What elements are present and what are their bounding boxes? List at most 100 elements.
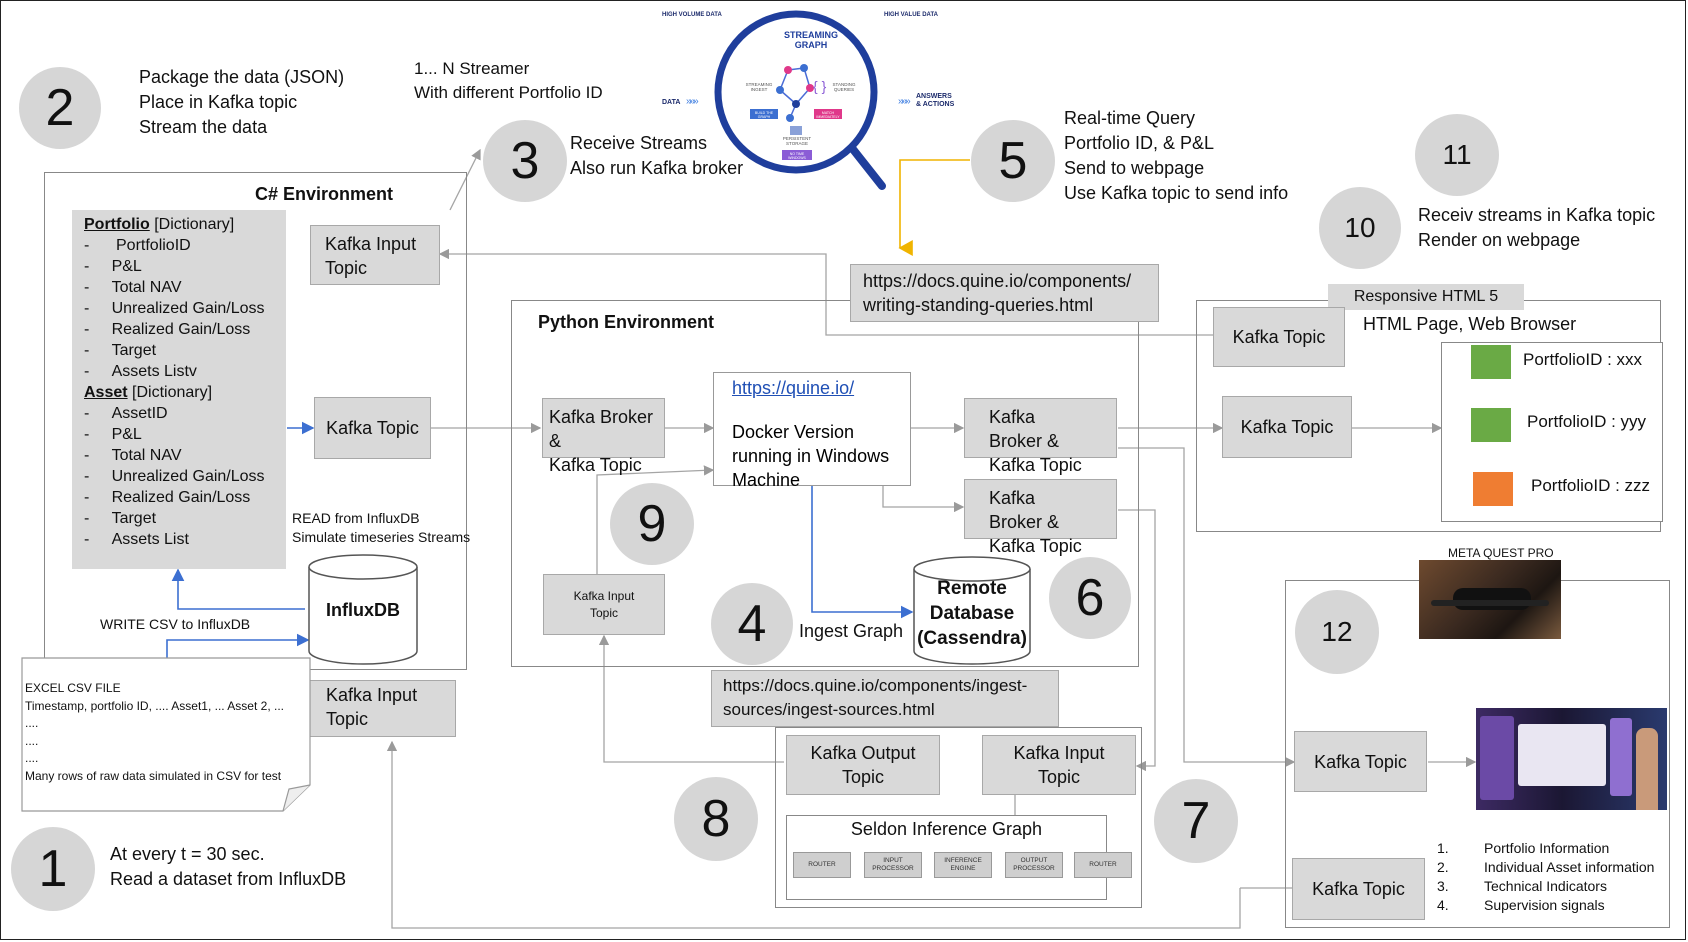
streaming-graph-illustration: HIGH VOLUME DATA HIGH VALUE DATA DATA »»… [658, 8, 956, 196]
kafka-topic-csharp-mid: Kafka Topic [314, 397, 431, 459]
vr-dashboard-image [1476, 708, 1667, 810]
portfolio-item: - Unrealized Gain/Loss [84, 300, 265, 317]
svg-text:{ }: { } [813, 78, 827, 94]
quine-link[interactable]: https://quine.io/ [732, 378, 855, 398]
remote-database-cylinder [913, 556, 1031, 665]
csharp-environment-title: C# Environment [255, 184, 394, 204]
data-in-arrows: »»» [686, 96, 699, 107]
asset-item: - Unrealized Gain/Loss [84, 468, 265, 485]
build-graph-label: BUILD THE GRAPH [754, 111, 774, 119]
step-9-circle: 9 [610, 483, 694, 565]
step-11-circle: 11 [1415, 114, 1499, 196]
meta-kafka-topic-bottom: Kafka Topic [1292, 858, 1425, 920]
portfolio-dictionary-header: Portfolio [Dictionary] [84, 216, 235, 233]
seldon-node-router-1: ROUTER [793, 852, 851, 878]
meta-quest-label: META QUEST PRO [1448, 546, 1554, 560]
step-7-circle: 7 [1154, 779, 1238, 863]
step-12-circle: 12 [1295, 590, 1379, 674]
seldon-container [775, 727, 1142, 908]
csv-file-shape [21, 657, 311, 812]
asset-item: - Total NAV [84, 447, 182, 464]
data-dictionary-panel: Portfolio [Dictionary] - PortfolioID - P… [72, 210, 286, 569]
list-item: 3.Technical Indicators [1437, 878, 1607, 894]
meta-kafka-topic-top: Kafka Topic [1294, 731, 1427, 792]
write-csv-note: WRITE CSV to InfluxDB [100, 616, 251, 632]
meta-output-list: 1.Portfolio Information 2.Individual Ass… [1437, 839, 1654, 915]
python-broker-in: Kafka Broker &Kafka Topic [542, 398, 665, 475]
standing-queries-url[interactable]: https://docs.quine.io/components/writing… [850, 264, 1159, 322]
match-label: MATCH IMMEDIATELY [816, 111, 840, 119]
no-time-windows-label: NO TIME WINDOWS [788, 152, 806, 160]
influxdb-cylinder [308, 554, 418, 665]
python-broker-out-2: Kafka Broker &Kafka Topic [964, 479, 1117, 556]
data-in-label: DATA [662, 99, 681, 106]
seldon-node-router-2: ROUTER [1074, 852, 1132, 878]
portfolio-zzz-swatch [1473, 472, 1513, 506]
step-1-note: At every t = 30 sec.Read a dataset from … [110, 844, 347, 889]
ingest-sources-url[interactable]: https://docs.quine.io/components/ingest-… [711, 670, 1059, 727]
asset-item: - AssetID [84, 405, 168, 422]
portfolio-xxx-label: PortfolioID : xxx [1523, 350, 1643, 369]
seldon-node-output-processor: OUTPUT PROCESSOR [1005, 852, 1063, 878]
ingest-graph-label: Ingest Graph [799, 621, 904, 641]
portfolio-item: - P&L [84, 258, 142, 275]
asset-item: - Target [84, 510, 157, 527]
vr-panel-left [1480, 716, 1514, 800]
asset-item: - P&L [84, 426, 142, 443]
python-environment-title: Python Environment [538, 312, 715, 332]
step-5-circle: 5 [971, 120, 1055, 202]
step-2-note: Package the data (JSON)Place in Kafka to… [139, 67, 345, 137]
portfolio-zzz-label: PortfolioID : zzz [1531, 476, 1651, 495]
list-item: 1.Portfolio Information [1437, 840, 1610, 856]
step-1-circle: 1 [11, 827, 95, 911]
html-kafka-topic-mid: Kafka Topic [1222, 396, 1352, 458]
high-volume-label: HIGH VOLUME DATA [662, 12, 722, 18]
portfolio-yyy-label: PortfolioID : yyy [1527, 412, 1647, 431]
step-4-circle: 4 [711, 583, 793, 665]
step-8-circle: 8 [674, 777, 758, 861]
seldon-node-inference-engine: INFERENCE ENGINE [934, 852, 992, 878]
portfolio-yyy-swatch [1471, 408, 1511, 442]
answers-label: ANSWERS& ACTIONS [916, 93, 955, 108]
step-2-circle: 2 [19, 67, 101, 149]
high-value-label: HIGH VALUE DATA [884, 12, 938, 18]
html-page-title: HTML Page, Web Browser [1363, 314, 1577, 334]
responsive-html5-badge: Responsive HTML 5 [1328, 284, 1524, 310]
portfolio-item: - Realized Gain/Loss [84, 321, 251, 338]
portfolio-item: - PortfolioID [84, 237, 191, 254]
python-environment [511, 300, 1139, 667]
html-kafka-topic-top: Kafka Topic [1213, 307, 1345, 367]
list-item: 2.Individual Asset information [1437, 859, 1655, 875]
portfolio-item: - Total NAV [84, 279, 182, 296]
asset-dictionary-header: Asset [Dictionary] [84, 384, 213, 401]
headset-body [1453, 588, 1531, 610]
asset-item: - Assets List [84, 531, 189, 548]
seldon-inference-title: Seldon Inference Graph [850, 819, 1043, 839]
vr-person [1636, 728, 1658, 810]
step-6-circle: 6 [1049, 557, 1131, 639]
meta-quest-headset-image [1419, 560, 1561, 639]
vr-panel-right [1610, 718, 1632, 796]
asset-item: - Realized Gain/Loss [84, 489, 251, 506]
answers-arrows: »»» [898, 96, 911, 107]
python-broker-out-1: Kafka Broker &Kafka Topic [964, 398, 1117, 475]
list-item: 4.Supervision signals [1437, 897, 1605, 913]
influxdb-label: InfluxDB [326, 600, 400, 620]
portfolio-xxx-swatch [1471, 345, 1511, 379]
